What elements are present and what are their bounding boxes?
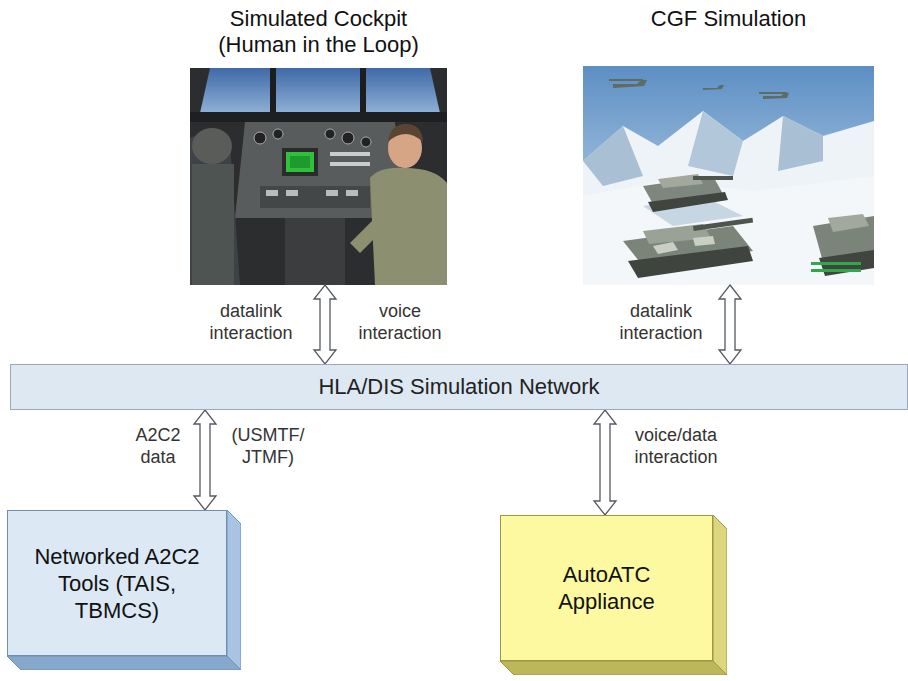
edge-label: datalink interaction (196, 300, 306, 344)
double-arrow (594, 410, 616, 515)
box-face: Networked A2C2 Tools (TAIS, TBMCS) (7, 510, 227, 656)
cgf-scene (583, 66, 874, 285)
panel-title: CGF Simulation (589, 6, 869, 32)
box-side (713, 515, 727, 675)
edge-label: datalink interaction (606, 300, 716, 344)
photo-panel: Simulated Cockpit (Human in the Loop) (190, 6, 447, 285)
photo-panel: CGF Simulation (583, 6, 874, 285)
free-label: voice interaction (345, 300, 455, 344)
box-bottom (7, 656, 241, 670)
tool-box: Networked A2C2 Tools (TAIS, TBMCS) (7, 510, 241, 670)
double-arrow (314, 285, 336, 364)
double-arrow (194, 410, 216, 510)
network-label: HLA/DIS Simulation Network (318, 374, 599, 400)
appliance-box: AutoATC Appliance (500, 515, 727, 675)
box-front (8, 511, 227, 656)
edge-label: A2C2 data (126, 424, 190, 468)
box-side (227, 510, 241, 670)
box-front (501, 516, 713, 661)
panel-title: Simulated Cockpit (Human in the Loop) (199, 6, 439, 58)
box-bottom (500, 661, 727, 675)
edge-label: voice/data interaction (622, 424, 730, 468)
box-face: AutoATC Appliance (500, 515, 713, 661)
network-band: HLA/DIS Simulation Network (10, 364, 908, 410)
box-label: Networked A2C2 Tools (TAIS, TBMCS) (19, 543, 215, 624)
double-arrow (719, 285, 741, 364)
free-label: (USMTF/ JTMF) (224, 424, 312, 468)
cockpit-photo (190, 68, 447, 285)
box-label: AutoATC Appliance (512, 561, 701, 615)
